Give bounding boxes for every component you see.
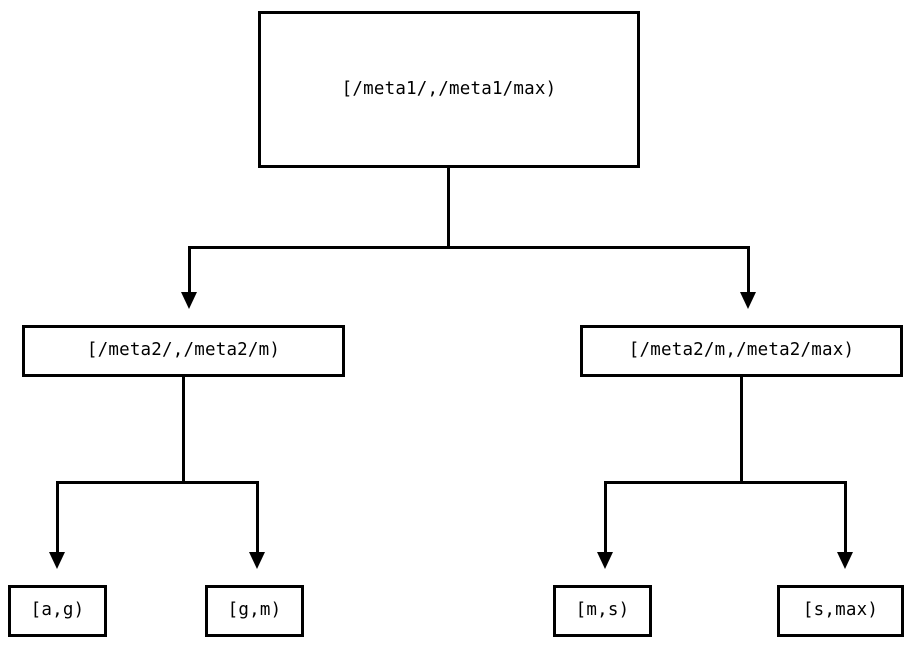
node-leaf-m-s[interactable]: [m,s) (553, 585, 652, 637)
edge-root-bar (188, 246, 750, 249)
node-root[interactable]: [/meta1/,/meta1/max) (258, 11, 640, 168)
edge-mid-right-to-leaf-s-max (844, 481, 847, 552)
node-leaf-g-m[interactable]: [g,m) (205, 585, 304, 637)
edge-mid-right-stem (740, 377, 743, 484)
node-mid-right-label: [/meta2/m,/meta2/max) (628, 340, 855, 361)
edge-mid-right-to-leaf-m-s (604, 481, 607, 552)
node-leaf-g-m-label: [g,m) (227, 600, 282, 621)
edge-mid-left-to-leaf-g-m (256, 481, 259, 552)
arrowhead-root-to-mid-left (181, 292, 197, 309)
arrowhead-mid-right-to-leaf-s-max (837, 552, 853, 569)
node-mid-left[interactable]: [/meta2/,/meta2/m) (22, 325, 345, 377)
edge-root-stem (447, 168, 450, 249)
node-root-label: [/meta1/,/meta1/max) (341, 78, 557, 99)
edge-mid-right-bar (604, 481, 847, 484)
node-mid-right[interactable]: [/meta2/m,/meta2/max) (580, 325, 903, 377)
arrowhead-root-to-mid-right (740, 292, 756, 309)
edge-root-to-mid-left (188, 246, 191, 292)
arrowhead-mid-left-to-leaf-a-g (49, 552, 65, 569)
arrowhead-mid-right-to-leaf-m-s (597, 552, 613, 569)
edge-mid-left-stem (182, 377, 185, 484)
node-leaf-m-s-label: [m,s) (575, 600, 630, 621)
node-leaf-s-max-label: [s,max) (802, 600, 879, 621)
node-leaf-a-g[interactable]: [a,g) (8, 585, 107, 637)
edge-mid-left-to-leaf-a-g (56, 481, 59, 552)
node-leaf-a-g-label: [a,g) (30, 600, 85, 621)
edge-root-to-mid-right (747, 246, 750, 292)
arrowhead-mid-left-to-leaf-g-m (249, 552, 265, 569)
node-leaf-s-max[interactable]: [s,max) (777, 585, 904, 637)
node-mid-left-label: [/meta2/,/meta2/m) (86, 340, 281, 361)
edge-mid-left-bar (56, 481, 259, 484)
